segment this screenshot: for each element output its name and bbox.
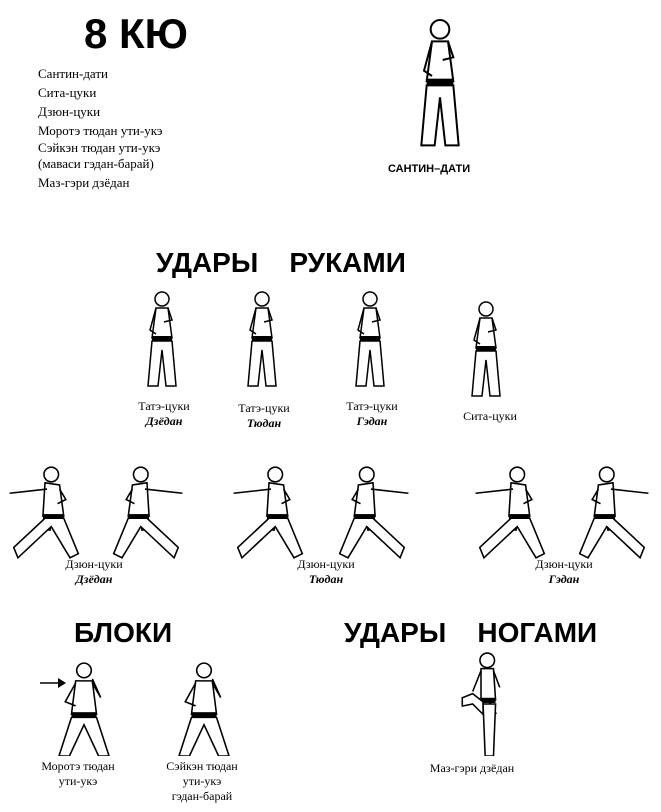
jun-tsuki-gedan-right-figure (570, 462, 656, 562)
tate-tsuki-chudan-figure (246, 290, 278, 388)
caption-shita-tsuki: Сита-цуки (463, 409, 517, 423)
list-item: (маваси гэдан-барай) (38, 156, 154, 171)
list-item: Маз-гэри дзёдан (38, 175, 130, 190)
stance-caption: САНТИН–ДАТИ (388, 163, 471, 175)
jun-tsuki-jodan-left-figure (8, 465, 80, 560)
mae-geri-jodan-figure (460, 652, 502, 756)
seiken-chudan-uchi-uke-figure (178, 662, 230, 756)
jun-tsuki-chudan-right-figure (330, 462, 416, 562)
list-item: Моротэ тюдан ути-укэ (38, 123, 163, 138)
tate-tsuki-gedan-figure (354, 290, 386, 388)
list-item: Сантин-дати (38, 66, 109, 81)
section-kicks: УДАРЫ НОГАМИ (344, 617, 598, 648)
morote-chudan-uchi-uke-figure (58, 662, 110, 756)
block-arrow-icon (40, 678, 66, 688)
sanchin-dachi-figure (419, 18, 461, 148)
technique-list: Сантин-дати Сита-цуки Дзюн-цуки Моротэ т… (38, 64, 162, 192)
list-item: Сэйкэн тюдан ути-укэ (38, 140, 161, 155)
section-blocks: БЛОКИ (74, 617, 173, 648)
section-hand-strikes: УДАРЫ РУКАМИ (156, 247, 406, 278)
caption-mae-geri: Маз-гэри дзёдан (429, 761, 515, 775)
jun-tsuki-jodan-right-figure (104, 462, 190, 562)
jun-tsuki-gedan-left-figure (474, 465, 546, 560)
shita-tsuki-figure (470, 300, 502, 398)
list-item: Дзюн-цуки (38, 104, 101, 119)
rank-title: 8 КЮ (84, 10, 188, 57)
tate-tsuki-jodan-figure (146, 290, 178, 388)
list-item: Сита-цуки (38, 85, 97, 100)
jun-tsuki-chudan-left-figure (232, 465, 304, 560)
